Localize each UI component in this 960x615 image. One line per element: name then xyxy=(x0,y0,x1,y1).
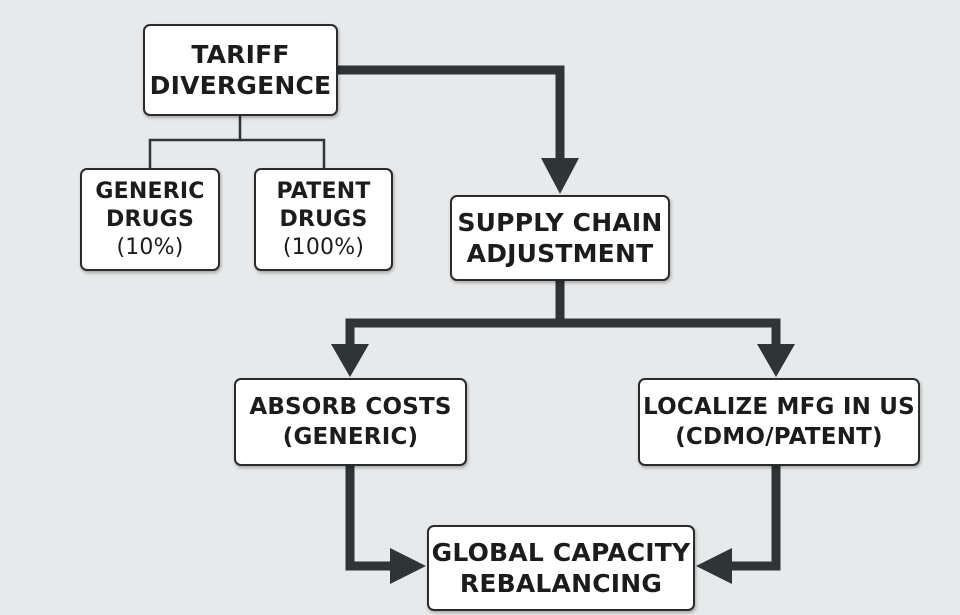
node-absorb-line-2: (GENERIC) xyxy=(282,424,419,450)
node-generic-line-3: (10%) xyxy=(116,234,184,260)
connector-tariff-to-patent xyxy=(240,138,326,168)
node-patent-line-1: PATENT xyxy=(276,178,371,204)
node-absorb-costs: ABSORB COSTS (GENERIC) xyxy=(234,378,467,466)
node-tariff-line-2: DIVERGENCE xyxy=(149,71,332,100)
node-generic-line-2: DRUGS xyxy=(106,206,194,232)
node-patent-line-2: DRUGS xyxy=(279,206,368,232)
arrowhead-right-global xyxy=(390,548,426,584)
connector-absorb-to-global xyxy=(345,466,392,571)
node-patent-line-3: (100%) xyxy=(282,234,365,260)
node-global-line-2: REBALANCING xyxy=(459,569,663,598)
arrowhead-left-global xyxy=(696,548,732,584)
node-localize-mfg: LOCALIZE MFG IN US (CDMO/PATENT) xyxy=(638,378,920,466)
node-localize-line-1: LOCALIZE MFG IN US xyxy=(643,394,915,420)
arrowhead-down-absorb xyxy=(331,344,369,377)
connector-tariff-to-generic xyxy=(148,116,242,168)
node-absorb-line-1: ABSORB COSTS xyxy=(249,394,452,420)
node-global-line-1: GLOBAL CAPACITY xyxy=(431,538,691,567)
connector-tariff-to-supply xyxy=(338,65,565,160)
connector-supply-to-localize xyxy=(560,318,781,346)
arrowhead-down-supply xyxy=(541,158,579,194)
node-generic-line-1: GENERIC xyxy=(95,178,205,204)
node-tariff-divergence: TARIFF DIVERGENCE xyxy=(143,24,338,116)
node-localize-line-2: (CDMO/PATENT) xyxy=(675,424,883,450)
arrowhead-down-localize xyxy=(757,344,795,377)
node-tariff-line-1: TARIFF xyxy=(191,40,290,69)
node-patent-drugs: PATENT DRUGS (100%) xyxy=(254,168,393,271)
node-supply-line-2: ADJUSTMENT xyxy=(466,239,654,268)
node-global-capacity: GLOBAL CAPACITY REBALANCING xyxy=(427,525,695,611)
node-generic-drugs: GENERIC DRUGS (10%) xyxy=(80,168,220,271)
connector-localize-to-global xyxy=(730,466,781,571)
node-supply-line-1: SUPPLY CHAIN xyxy=(457,208,663,237)
connector-supply-split xyxy=(345,281,565,346)
node-supply-chain-adjustment: SUPPLY CHAIN ADJUSTMENT xyxy=(450,195,670,281)
